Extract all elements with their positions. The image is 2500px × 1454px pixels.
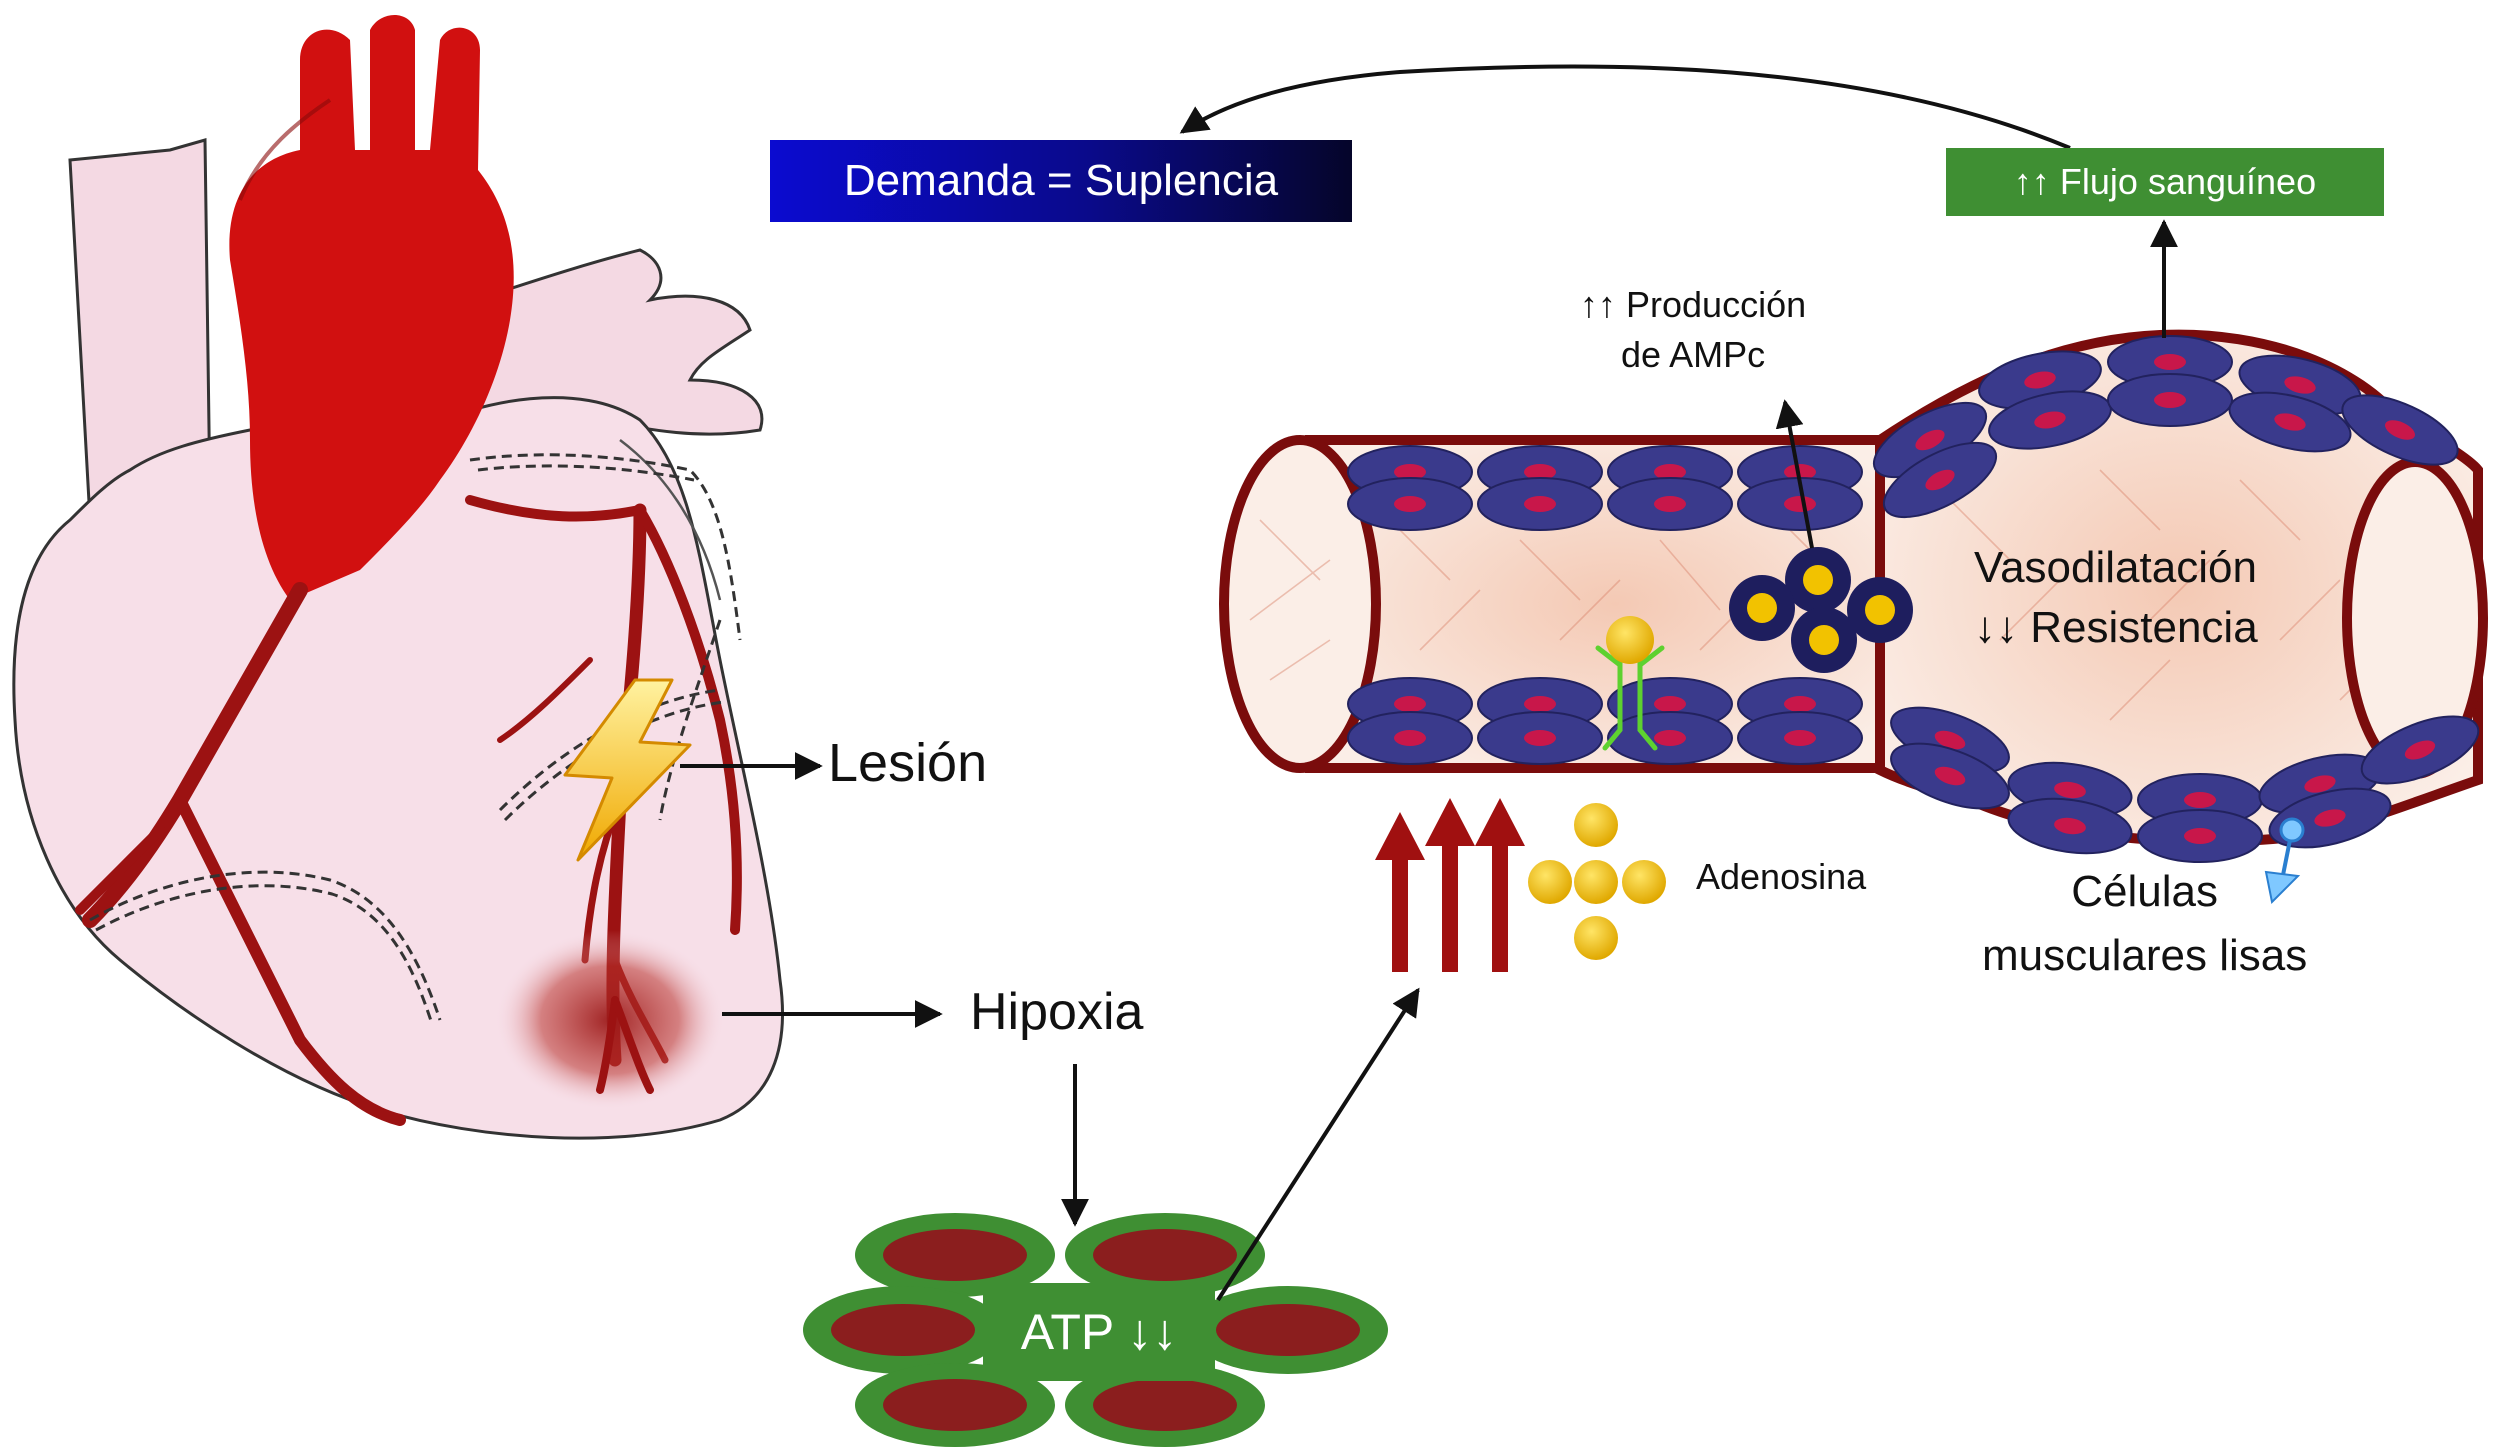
ampc-cluster xyxy=(1729,547,1913,673)
smooth-muscle-line2: musculares lisas xyxy=(1982,931,2308,980)
resistance-text: ↓↓ Resistencia xyxy=(1974,603,2258,652)
vessel-left-opening xyxy=(1219,435,1381,773)
smooth-muscle-pointer xyxy=(2264,817,2305,905)
blood-flow-box: ↑↑ Flujo sanguíneo xyxy=(1946,148,2384,216)
ampc-label: ↑↑ Producción de AMPc xyxy=(1580,280,1806,380)
vasodilation-text: Vasodilatación xyxy=(1974,543,2257,592)
smooth-muscle-line1: Células xyxy=(2071,867,2218,916)
blood-vessel xyxy=(1219,329,2489,905)
lesion-label: Lesión xyxy=(828,733,988,793)
cell-cluster xyxy=(803,1213,1388,1447)
arrow-to-adenosine xyxy=(1216,987,1420,1302)
adenosine-label: Adenosina xyxy=(1696,856,1867,897)
heart-illustration xyxy=(12,15,784,1140)
aorta xyxy=(229,15,514,600)
ampc-label-line2: de AMPc xyxy=(1621,334,1766,375)
demand-supply-box: Demanda = Suplencia xyxy=(770,140,1352,222)
arrow-feedback xyxy=(1179,64,2071,150)
release-arrows xyxy=(1375,798,1525,972)
lightning-bolt-icon xyxy=(563,678,692,862)
adenosine-bound xyxy=(1606,616,1654,664)
atp-box: ATP ↓↓ xyxy=(983,1283,1215,1381)
ampc-label-line1: ↑↑ Producción xyxy=(1580,284,1807,325)
receptor-icon xyxy=(1595,645,1665,751)
vasodilation-label: Vasodilatación ↓↓ Resistencia xyxy=(1974,538,2258,658)
flow-arrows xyxy=(680,64,2178,1302)
vena-cava xyxy=(68,138,212,522)
molecule-cluster-icon xyxy=(1528,803,1666,960)
smooth-muscle-label: Células musculares lisas xyxy=(1982,860,2307,988)
arrow-to-ampc xyxy=(1775,399,1814,549)
hypoxia-label: Hipoxia xyxy=(970,983,1144,1041)
